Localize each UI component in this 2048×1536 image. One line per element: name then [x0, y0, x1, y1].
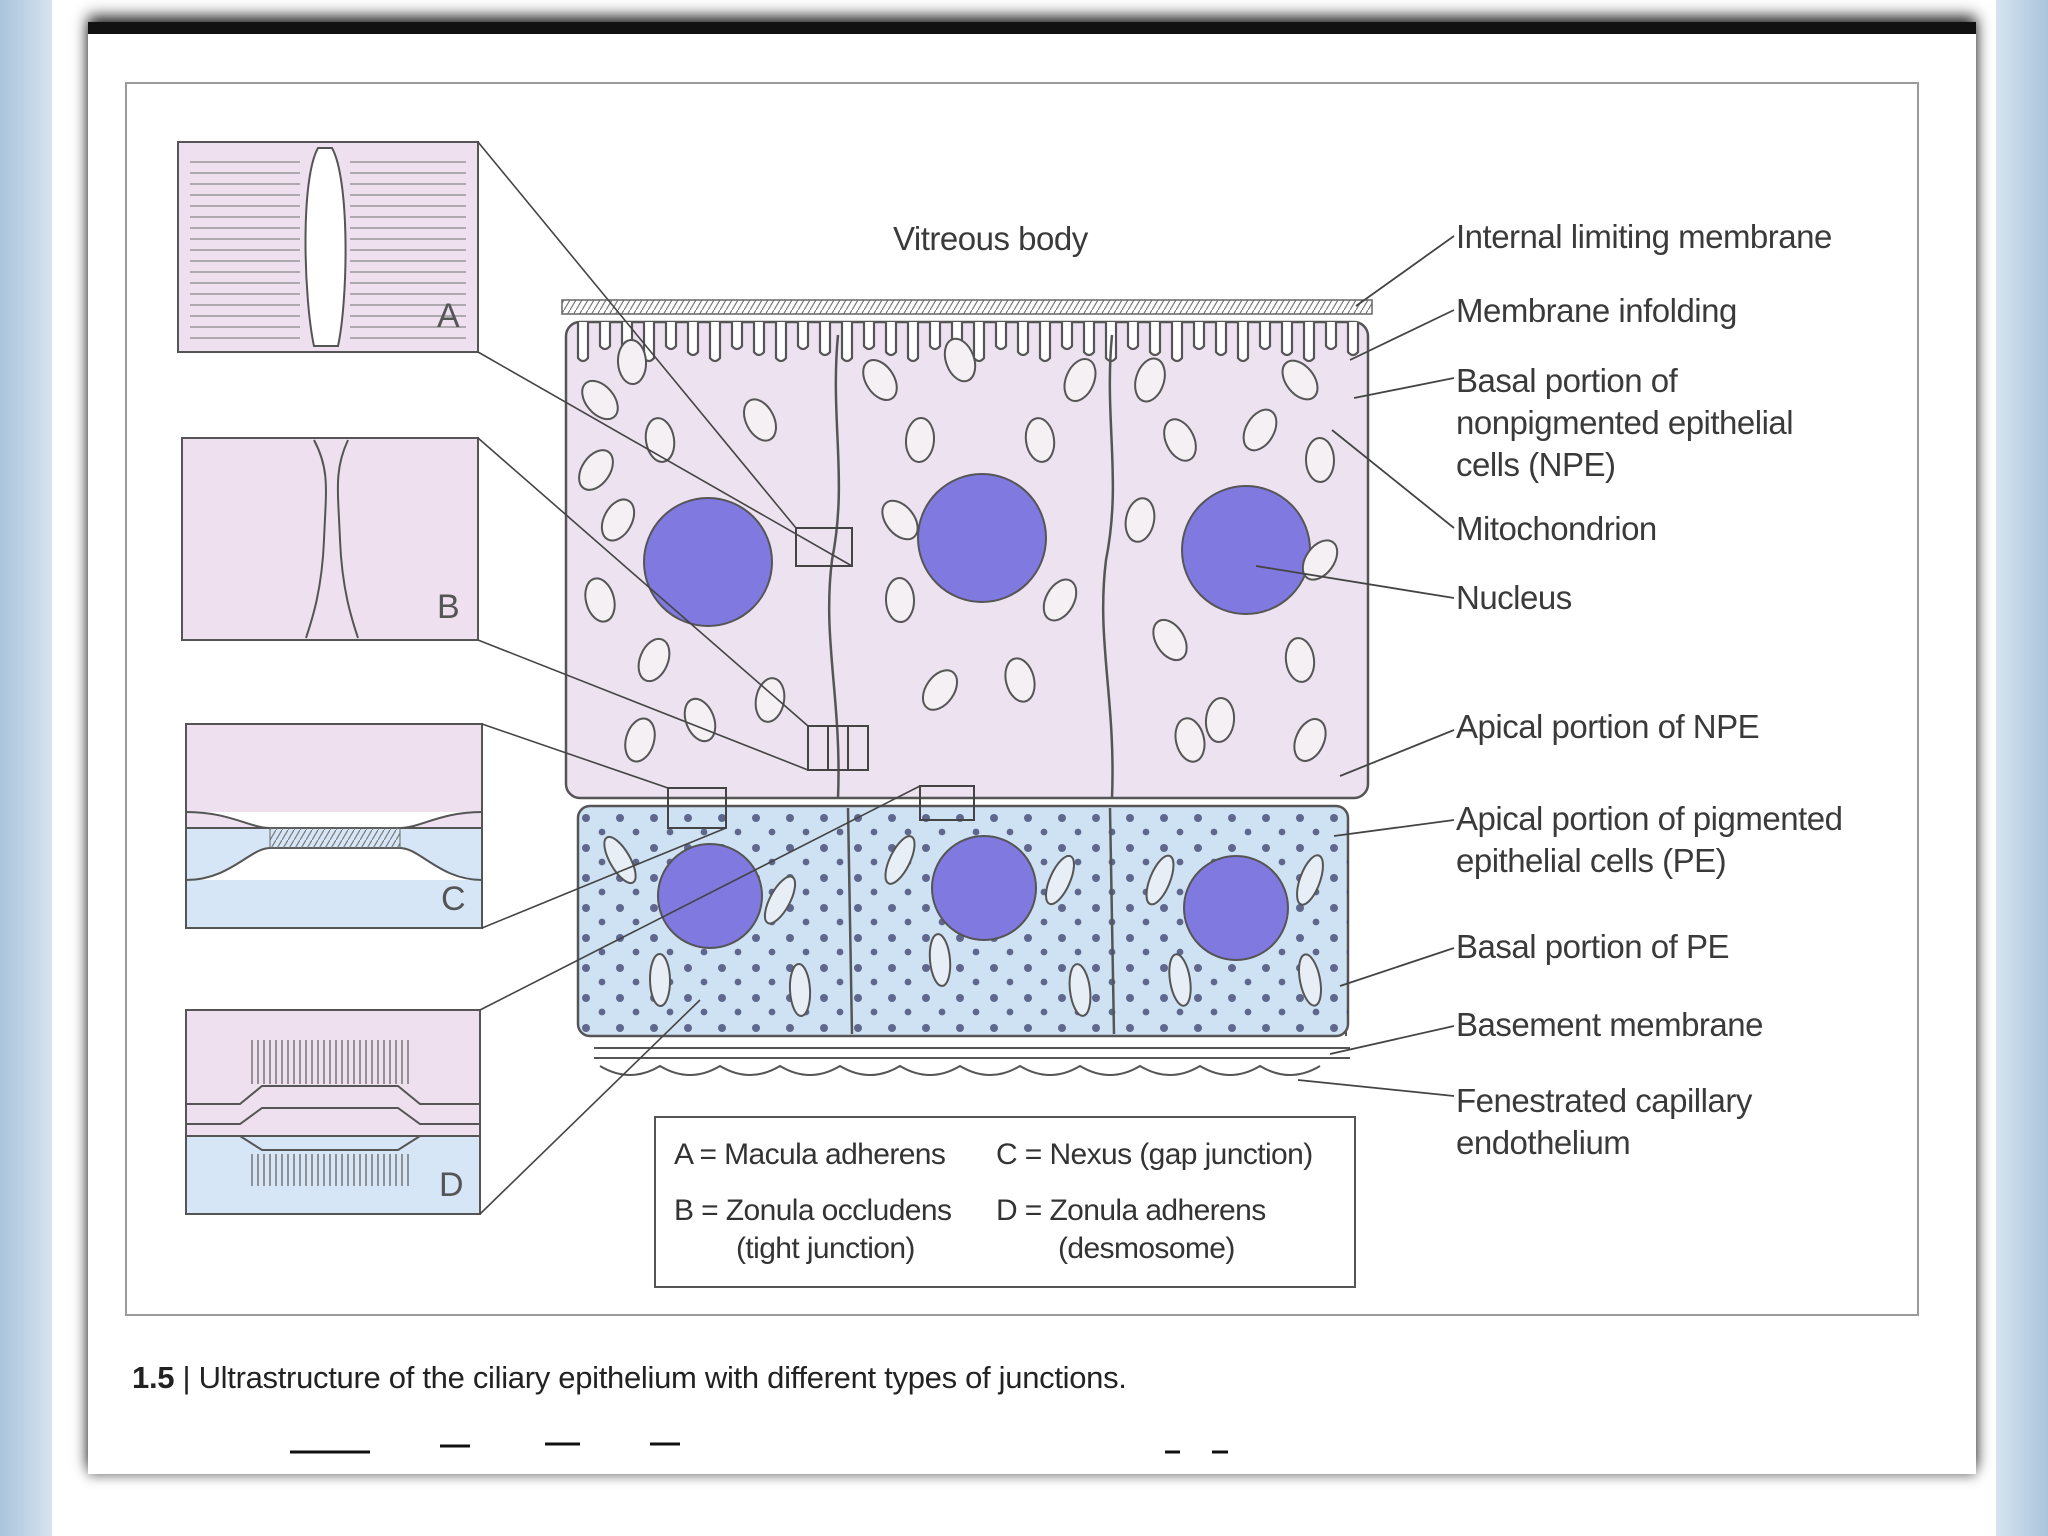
label-basal-npe-2: nonpigmented epithelial: [1456, 404, 1794, 441]
internal-limiting-membrane: [561, 299, 1373, 315]
label-basal-npe-1: Basal portion of: [1456, 362, 1678, 399]
label-membrane-infolding: Membrane infolding: [1456, 292, 1737, 329]
inset-a: [177, 141, 479, 353]
label-nucleus: Nucleus: [1456, 579, 1572, 616]
legend-a: A = Macula adherens: [674, 1138, 946, 1171]
vitreous-body-label: Vitreous body: [893, 220, 1088, 257]
basement-membrane: [594, 1047, 1350, 1076]
label-mitochondrion: Mitochondrion: [1456, 510, 1657, 547]
legend-d-sub: (desmosome): [1058, 1232, 1235, 1265]
label-basal-pe: Basal portion of PE: [1456, 928, 1730, 965]
inset-d-letter: D: [439, 1166, 464, 1204]
legend-d: D = Zonula adherens: [996, 1194, 1266, 1227]
label-apical-npe: Apical portion of NPE: [1456, 708, 1760, 745]
inset-d: [185, 1009, 481, 1215]
inset-b-letter: B: [437, 588, 460, 626]
label-apical-pe-2: epithelial cells (PE): [1456, 842, 1727, 879]
label-apical-pe-1: Apical portion of pigmented: [1456, 800, 1843, 837]
nuclei: [643, 473, 1311, 961]
inset-c-letter: C: [441, 880, 466, 918]
inset-b: [181, 437, 479, 641]
inset-a-letter: A: [437, 297, 460, 335]
label-internal-limiting-membrane: Internal limiting membrane: [1456, 218, 1832, 255]
label-basement-membrane: Basement membrane: [1456, 1006, 1763, 1043]
inset-connectors: [477, 141, 921, 1215]
label-fenestrated-2: endothelium: [1456, 1124, 1631, 1161]
junction-markers: [667, 527, 975, 829]
legend-box: A = Macula adherens C = Nexus (gap junct…: [654, 1116, 1356, 1288]
label-basal-npe-3: cells (NPE): [1456, 446, 1616, 483]
footer-marks: [290, 1442, 1228, 1454]
legend-c: C = Nexus (gap junction): [996, 1138, 1313, 1171]
mitochondria: [578, 337, 1339, 1017]
label-leaders: [1255, 235, 1455, 1097]
figure-caption: 1.5 | Ultrastructure of the ciliary epit…: [132, 1360, 1127, 1396]
caption-text: | Ultrastructure of the ciliary epitheli…: [182, 1360, 1127, 1395]
legend-b: B = Zonula occludens: [674, 1194, 952, 1227]
caption-number: 1.5: [132, 1360, 175, 1395]
label-fenestrated-1: Fenestrated capillary: [1456, 1082, 1752, 1119]
inset-c: [185, 723, 483, 929]
legend-b-sub: (tight junction): [736, 1232, 915, 1265]
